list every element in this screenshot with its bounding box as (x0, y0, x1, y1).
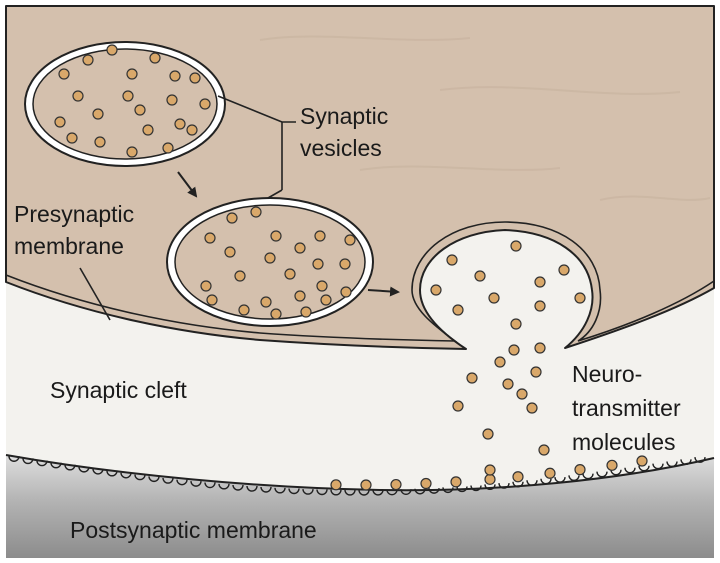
label-vesicles: vesicles (300, 135, 382, 161)
vesicle-molecule (163, 143, 173, 153)
bound-neurotransmitter-molecule (545, 468, 555, 478)
neurotransmitter-molecule (453, 305, 463, 315)
vesicle-molecule (265, 253, 275, 263)
neurotransmitter-molecule (495, 357, 505, 367)
vesicle-molecule (207, 295, 217, 305)
vesicle-molecule (321, 295, 331, 305)
vesicle-molecule (295, 243, 305, 253)
vesicle-molecule (67, 133, 77, 143)
vesicle-molecule (313, 259, 323, 269)
neurotransmitter-molecule (535, 277, 545, 287)
label-membrane: membrane (14, 233, 124, 259)
vesicle-molecule (200, 99, 210, 109)
neurotransmitter-molecule (467, 373, 477, 383)
neurotransmitter-molecule (489, 293, 499, 303)
vesicle-molecule (201, 281, 211, 291)
bound-neurotransmitter-molecule (331, 480, 341, 490)
neurotransmitter-molecule (559, 265, 569, 275)
label-synaptic: Synaptic (300, 103, 388, 129)
vesicle-molecule (170, 71, 180, 81)
bound-neurotransmitter-molecule (361, 480, 371, 490)
vesicle-molecule (341, 287, 351, 297)
vesicle-molecule (95, 137, 105, 147)
neurotransmitter-molecule (535, 301, 545, 311)
vesicle-molecule (127, 69, 137, 79)
neurotransmitter-molecule (447, 255, 457, 265)
bound-neurotransmitter-molecule (607, 460, 617, 470)
bound-neurotransmitter-molecule (485, 474, 495, 484)
vesicle-molecule (83, 55, 93, 65)
neurotransmitter-molecule (453, 401, 463, 411)
label-neuro: Neuro- (572, 361, 642, 387)
vesicle-middle (167, 198, 373, 326)
vesicle-molecule (167, 95, 177, 105)
neurotransmitter-molecule (517, 389, 527, 399)
neurotransmitter-molecule (503, 379, 513, 389)
label-molecules: molecules (572, 429, 676, 455)
vesicle-molecule (190, 73, 200, 83)
vesicle-molecule (340, 259, 350, 269)
vesicle-molecule (187, 125, 197, 135)
bound-neurotransmitter-molecule (575, 465, 585, 475)
vesicle-molecule (143, 125, 153, 135)
neurotransmitter-molecule (535, 343, 545, 353)
vesicle-molecule (235, 271, 245, 281)
vesicle-molecule (135, 105, 145, 115)
vesicle-molecule (93, 109, 103, 119)
vesicle-molecule (251, 207, 261, 217)
vesicle-molecule (295, 291, 305, 301)
bound-neurotransmitter-molecule (391, 480, 401, 490)
vesicle-molecule (271, 231, 281, 241)
vesicle-molecule (315, 231, 325, 241)
vesicle-molecule (271, 309, 281, 319)
neurotransmitter-molecule (527, 403, 537, 413)
label-postsynaptic-membrane: Postsynaptic membrane (70, 517, 317, 543)
neurotransmitter-molecule (511, 319, 521, 329)
bound-neurotransmitter-molecule (451, 477, 461, 487)
vesicle-molecule (225, 247, 235, 257)
neurotransmitter-molecule (475, 271, 485, 281)
neurotransmitter-molecule (511, 241, 521, 251)
vesicle-molecule (175, 119, 185, 129)
bound-neurotransmitter-molecule (421, 479, 431, 489)
neurotransmitter-molecule (539, 445, 549, 455)
vesicle-molecule (239, 305, 249, 315)
vesicle-molecule (317, 281, 327, 291)
bound-neurotransmitter-molecule (637, 456, 647, 466)
bound-neurotransmitter-molecule (513, 472, 523, 482)
vesicle-molecule (261, 297, 271, 307)
vesicle-molecule (285, 269, 295, 279)
vesicle-molecule (227, 213, 237, 223)
vesicle-molecule (59, 69, 69, 79)
vesicle-molecule (127, 147, 137, 157)
vesicle-molecule (345, 235, 355, 245)
vesicle-molecule (107, 45, 117, 55)
label-transmitter: transmitter (572, 395, 681, 421)
vesicle-molecule (55, 117, 65, 127)
neurotransmitter-molecule (483, 429, 493, 439)
vesicle-molecule (205, 233, 215, 243)
vesicle-upper-left (25, 42, 225, 166)
vesicle-molecule (123, 91, 133, 101)
vesicle-molecule (73, 91, 83, 101)
neurotransmitter-molecule (431, 285, 441, 295)
vesicle-molecule (150, 53, 160, 63)
neurotransmitter-molecule (509, 345, 519, 355)
label-presynaptic: Presynaptic (14, 201, 134, 227)
neurotransmitter-molecule (485, 465, 495, 475)
neurotransmitter-molecule (575, 293, 585, 303)
vesicle-molecule (301, 307, 311, 317)
label-synaptic-cleft: Synaptic cleft (50, 377, 187, 403)
neurotransmitter-molecule (531, 367, 541, 377)
